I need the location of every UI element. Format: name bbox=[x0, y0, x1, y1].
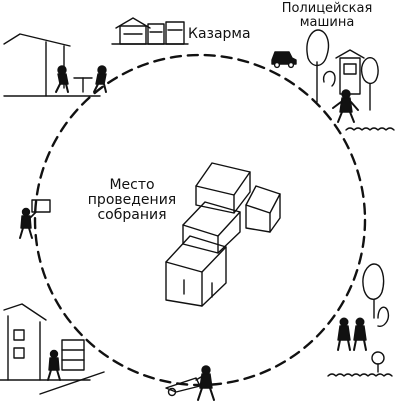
meeting-place-label-line-2: проведения bbox=[87, 192, 177, 208]
meeting-place-label-line-3: собрания bbox=[97, 207, 167, 223]
police-car-label: Полицейская машина bbox=[262, 2, 392, 30]
walking-figure-left bbox=[19, 199, 51, 239]
house-bottom-left bbox=[0, 303, 105, 395]
police-car-label-line-1: Полицейская bbox=[281, 1, 373, 16]
barracks-label: Казарма bbox=[188, 26, 251, 42]
cart-pusher bbox=[165, 365, 215, 401]
meeting-place-label: Место проведения собрания bbox=[78, 178, 186, 223]
meeting-place-buildings bbox=[165, 162, 281, 307]
police-post-scene bbox=[306, 29, 395, 131]
meeting-place-label-line-1: Место bbox=[109, 177, 155, 193]
cafe-scene bbox=[3, 33, 107, 97]
bottom-right-scene bbox=[327, 263, 393, 377]
police-car bbox=[271, 51, 297, 69]
police-car-label-line-2: машина bbox=[299, 15, 355, 30]
barracks-buildings bbox=[111, 17, 189, 45]
